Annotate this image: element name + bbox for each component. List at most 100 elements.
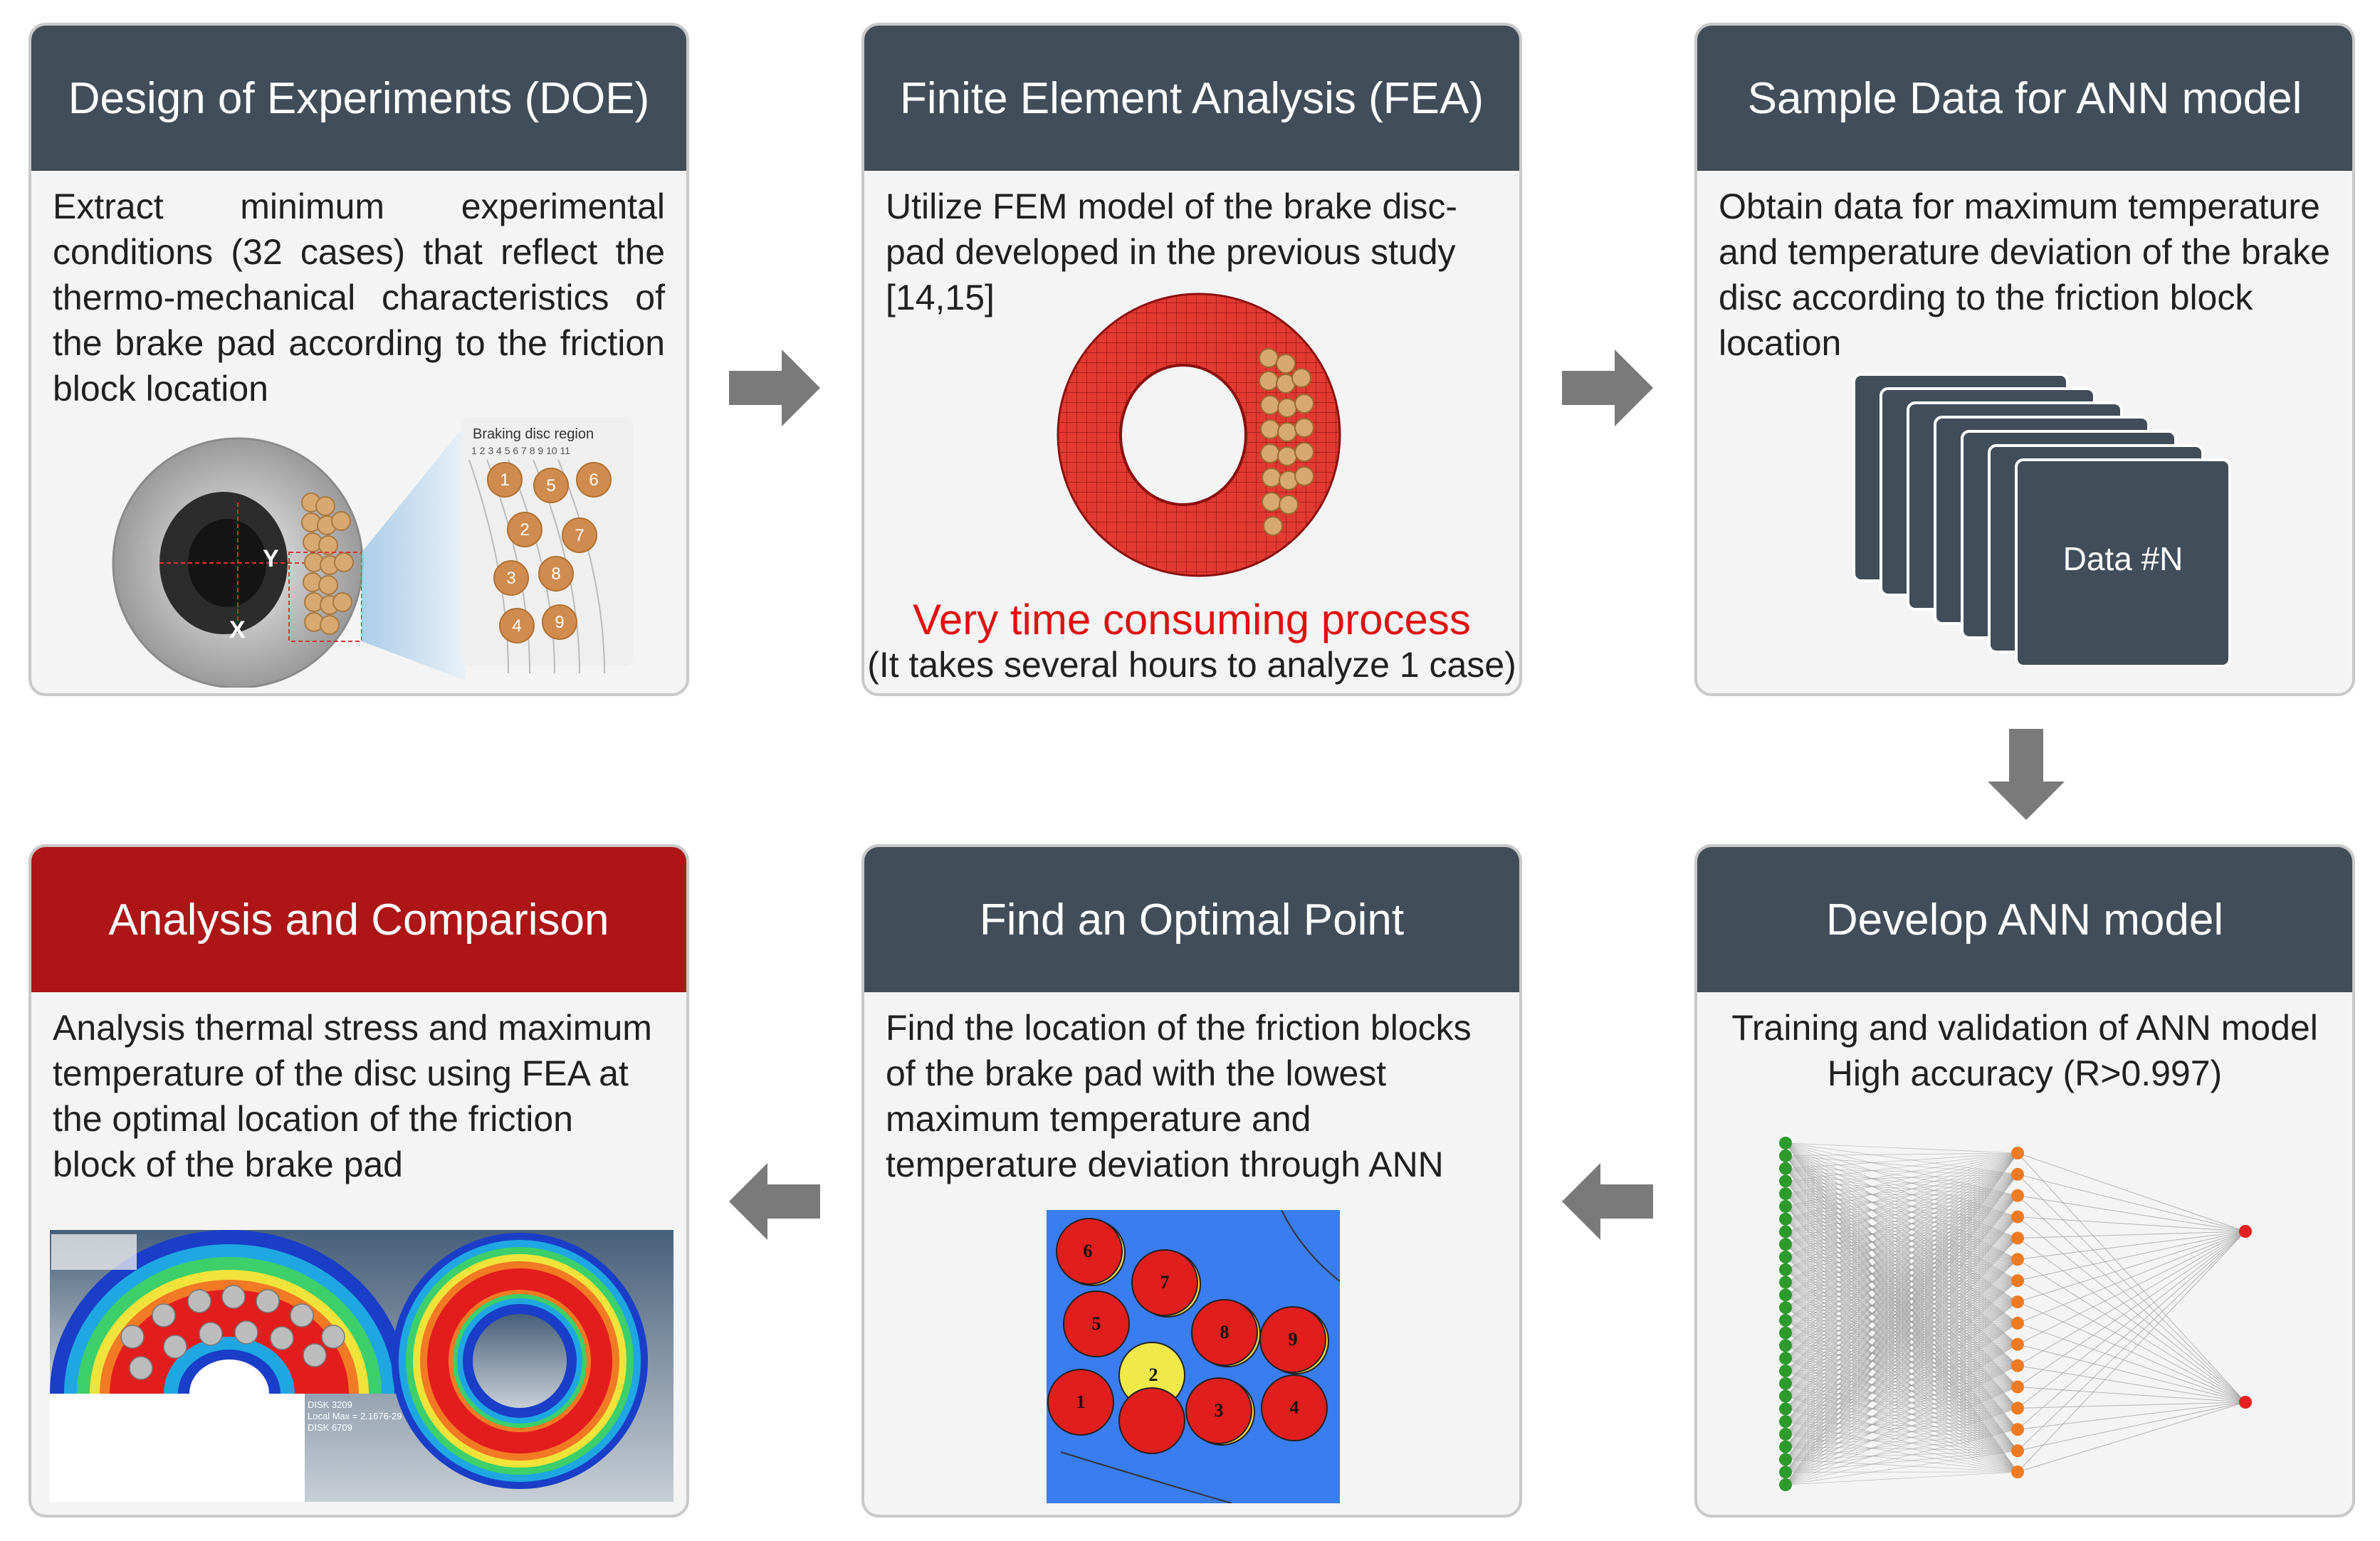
- step-title-fea: Finite Element Analysis (FEA): [864, 26, 1519, 171]
- legend-line: DISK 6709: [308, 1422, 352, 1433]
- ann-hidden-node: [2011, 1359, 2024, 1372]
- braking-region-title: Braking disc region: [473, 426, 594, 442]
- step-body-optimal-point: Find the location of the friction blocks…: [886, 1008, 1472, 1184]
- data-card-front: [2015, 458, 2231, 666]
- ann-hidden-node: [2011, 1444, 2024, 1458]
- block-label: 2: [1149, 1364, 1158, 1385]
- block-label: 3: [506, 569, 515, 588]
- arrow-right-2: [1562, 349, 1653, 426]
- ann-network-figure: [1779, 1137, 2252, 1491]
- ann-hidden-node: [2011, 1466, 2024, 1478]
- ann-input-node: [1779, 1137, 1792, 1150]
- doe-disc-figure: Y X Braking disc region 1 2 3 4 5 6 7 8 …: [112, 417, 633, 688]
- ann-input-node: [1779, 1263, 1792, 1276]
- step-body-analysis: Analysis thermal stress and maximum temp…: [53, 1008, 652, 1184]
- ann-input-node: [1779, 1440, 1792, 1453]
- thermal-pad-blocks: [120, 1285, 345, 1380]
- axis-y-label: Y: [263, 545, 279, 572]
- step-card-analysis: Analysis and Comparison Analysis thermal…: [28, 844, 689, 1518]
- optimal-blocks-figure: 6 7 5 8 9 2 1 3 4: [1047, 1210, 1340, 1503]
- ann-body-line-2: High accuracy (R>0.997): [1827, 1053, 2223, 1093]
- block-label: 1: [500, 470, 509, 490]
- block-label: 7: [575, 526, 584, 545]
- block-label: 8: [551, 564, 560, 584]
- zoom-friction-blocks: [487, 462, 612, 643]
- analysis-thermal-figure: DISK 3209 Local Max = 2.1676-29 DISK 670…: [50, 1230, 673, 1502]
- ann-input-node: [1779, 1288, 1792, 1302]
- ann-input-node: [1779, 1339, 1792, 1352]
- ann-input-node: [1779, 1199, 1792, 1213]
- data-label: Data #N: [2063, 540, 2184, 577]
- ann-hidden-node: [2011, 1274, 2024, 1288]
- ann-input-node: [1779, 1187, 1792, 1201]
- block-label: 9: [1289, 1329, 1298, 1350]
- step-body-doe: Extract minimum experimental conditions …: [53, 186, 665, 409]
- ann-hidden-node: [2011, 1167, 2024, 1181]
- time-consuming-note: (It takes several hours to analyze 1 cas…: [867, 645, 1516, 685]
- data-stack-figure: Data #N: [1852, 373, 2231, 666]
- ann-input-node: [1779, 1352, 1792, 1365]
- time-consuming-warning: Very time consuming process: [913, 596, 1471, 643]
- legend-line: DISK 3209: [308, 1399, 352, 1410]
- block-label: 6: [589, 470, 598, 490]
- ann-input-node: [1779, 1466, 1792, 1479]
- step-card-doe: Design of Experiments (DOE) Extract mini…: [28, 23, 689, 696]
- ann-output-node: [2239, 1225, 2252, 1238]
- arrow-left-2: [729, 1163, 820, 1240]
- ann-input-node: [1779, 1301, 1792, 1315]
- step-title-optimal-point: Find an Optimal Point: [864, 847, 1519, 992]
- step-card-ann: Develop ANN model Training and validatio…: [1694, 844, 2355, 1518]
- ann-body-line-1: Training and validation of ANN model: [1731, 1008, 2318, 1048]
- step-body-fea: Utilize FEM model of the brake disc-pad …: [886, 186, 1458, 317]
- ann-hidden-node: [2011, 1380, 2024, 1394]
- axis-x-label: X: [229, 616, 246, 643]
- step-card-optimal-point: Find an Optimal Point Find the location …: [861, 844, 1522, 1518]
- block-label: 1: [1076, 1392, 1086, 1412]
- ann-input-node: [1779, 1478, 1792, 1491]
- block-label: 5: [1092, 1313, 1101, 1334]
- arrow-right-1: [729, 349, 820, 426]
- legend-line: Local Max = 2.1676-29: [308, 1411, 402, 1421]
- ann-input-node: [1779, 1149, 1792, 1162]
- ann-input-node: [1779, 1276, 1792, 1289]
- ann-input-node: [1779, 1389, 1792, 1403]
- ann-input-node: [1779, 1212, 1792, 1226]
- ann-connections: [1785, 1142, 2246, 1485]
- disc-friction-blocks: [301, 493, 354, 635]
- ann-hidden-node: [2011, 1210, 2024, 1224]
- block-label: 2: [520, 520, 529, 540]
- step-title-analysis: Analysis and Comparison: [31, 847, 686, 992]
- column-numbers: 1 2 3 4 5 6 7 8 9 10 11: [471, 445, 570, 456]
- ann-hidden-node: [2011, 1316, 2024, 1330]
- thermal-half-ring: [50, 1230, 409, 1394]
- ann-input-node: [1779, 1453, 1792, 1466]
- fem-disc-model: [1057, 293, 1341, 577]
- block-label: 6: [1084, 1241, 1093, 1261]
- ann-input-node: [1779, 1326, 1792, 1340]
- ann-input-node: [1779, 1313, 1792, 1327]
- ann-input-node: [1779, 1162, 1792, 1175]
- block-label: 3: [1215, 1400, 1224, 1421]
- block-label: 8: [1220, 1322, 1230, 1342]
- ann-hidden-node: [2011, 1337, 2024, 1351]
- ann-input-node: [1779, 1377, 1792, 1390]
- block-label: 9: [555, 613, 564, 632]
- step-body-sample-data: Obtain data for maximum temperature and …: [1719, 186, 2330, 363]
- ann-input-node: [1779, 1402, 1792, 1416]
- step-title-doe: Design of Experiments (DOE): [31, 26, 686, 171]
- ann-input-node: [1779, 1427, 1792, 1441]
- ann-hidden-node: [2011, 1231, 2024, 1245]
- ann-hidden-node: [2011, 1253, 2024, 1266]
- block-label: 4: [512, 616, 521, 636]
- arrow-left-1: [1562, 1163, 1653, 1240]
- fem-friction-blocks: [1259, 348, 1314, 536]
- step-title-ann: Develop ANN model: [1697, 847, 2352, 992]
- ann-hidden-node: [2011, 1295, 2024, 1309]
- block-label: 4: [1290, 1397, 1299, 1418]
- ann-input-node: [1779, 1415, 1792, 1429]
- step-title-sample-data: Sample Data for ANN model: [1697, 26, 2352, 171]
- ann-input-node: [1779, 1238, 1792, 1251]
- ann-input-node: [1779, 1174, 1792, 1188]
- block-label: 7: [1160, 1272, 1170, 1293]
- thermal-full-ring: [392, 1233, 648, 1489]
